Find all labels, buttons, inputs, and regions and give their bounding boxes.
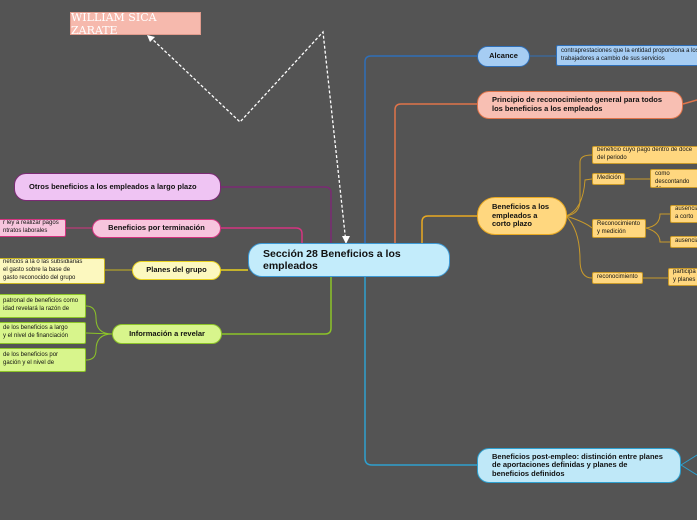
node-reconocimiento-medicion[interactable]: Reconocimiento y medición — [592, 219, 646, 238]
leaf-reconocimiento-2[interactable]: ausencias — [670, 236, 697, 248]
leaf-terminacion[interactable]: r ley a realizar pagos ntratos laborales — [0, 219, 66, 237]
node-post-empleo[interactable]: Beneficios post-empleo: distinción entre… — [477, 448, 681, 483]
node-principio[interactable]: Principio de reconocimiento general para… — [477, 91, 683, 119]
node-planes-grupo[interactable]: Planes del grupo — [132, 261, 221, 280]
leaf-revelar-3[interactable]: de los beneficios por gación y el nivel … — [0, 348, 86, 372]
link-corto-plazo — [421, 215, 477, 252]
central-topic[interactable]: Sección 28 Beneficios a los empleados — [248, 243, 450, 277]
leaf-corto-plazo-1[interactable]: beneficio cuyo pago dentro de doce del p… — [592, 146, 697, 164]
leaf-reconocimiento-3[interactable]: participa y planes — [668, 268, 697, 286]
node-corto-plazo[interactable]: Beneficios a los empleados a corto plazo — [477, 197, 567, 235]
link-revelar — [222, 276, 332, 335]
leaf-revelar-1[interactable]: patronal de beneficios como idad revelar… — [0, 294, 86, 318]
node-largo-plazo[interactable]: Otros beneficios a los empleados a largo… — [14, 173, 221, 201]
leaf-revelar-2[interactable]: de los beneficios a largo y el nivel de … — [0, 322, 86, 344]
title-dashed-connector — [149, 30, 347, 244]
author-title: WILLIAM SICA ZARATE — [70, 11, 201, 37]
arrow-head — [342, 236, 350, 244]
leaf-reconocimiento-1[interactable]: ausencias a corto — [670, 205, 697, 223]
link-largo-plazo — [220, 186, 332, 261]
link-terminacion — [221, 227, 303, 259]
link-alcance — [364, 55, 477, 252]
link-principio — [394, 103, 477, 252]
node-terminacion[interactable]: Beneficios por terminación — [92, 219, 221, 238]
link-post-empleo — [364, 275, 477, 466]
leaf-medicion[interactable]: se medirá como descontando de — [650, 169, 697, 188]
node-alcance[interactable]: Alcance — [477, 46, 530, 67]
node-informacion-revelar[interactable]: Información a revelar — [112, 324, 222, 344]
node-medicion[interactable]: Medición — [592, 173, 625, 185]
leaf-alcance[interactable]: contraprestaciones que la entidad propor… — [556, 45, 697, 66]
node-reconocimiento[interactable]: reconocimiento — [592, 272, 643, 284]
leaf-planes-grupo[interactable]: neficios a la o las subsidiarias el gast… — [0, 258, 105, 284]
